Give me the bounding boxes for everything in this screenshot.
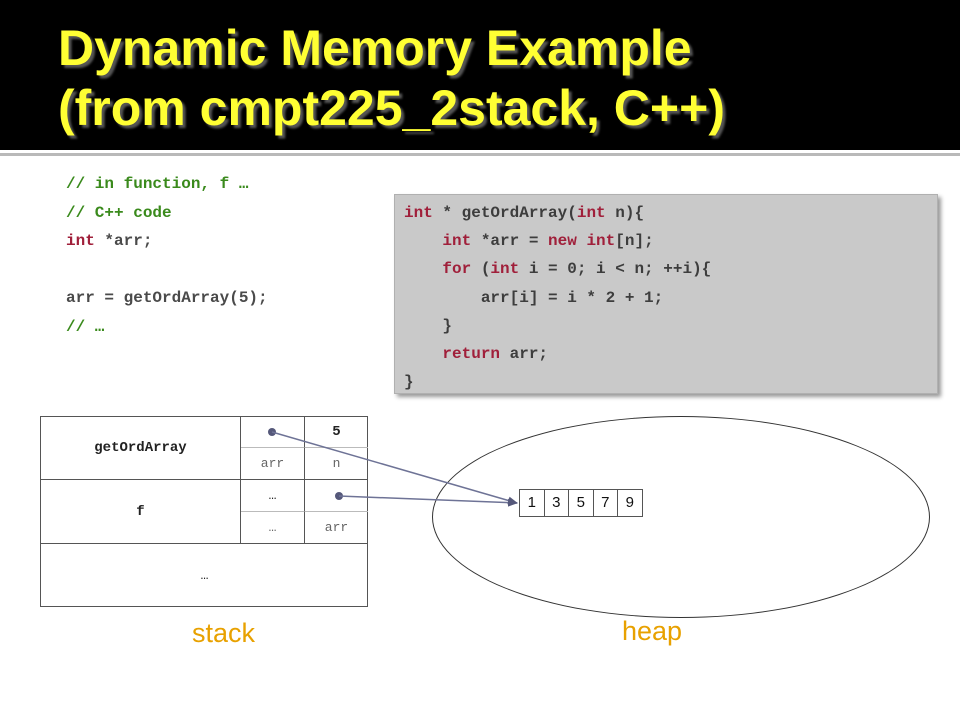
code-comment: // in function, f … [66,175,249,193]
caller-code-line: // … [66,313,268,342]
title-divider [0,153,960,156]
code-comment: // … [66,317,105,336]
code-text: i = 0; i < n; ++i){ [519,260,712,279]
stack-rest-ellipsis: … [200,567,209,583]
n-value-cell: 5 [305,417,368,448]
code-keyword: int [586,232,616,251]
code-keyword: for [442,260,472,279]
code-text: arr[i] = i * 2 + 1; [404,288,664,307]
code-text: *arr = [471,232,549,251]
code-keyword: int [404,204,433,222]
arr-pointer-slot [241,417,305,448]
arr-variable-label: arr [241,448,305,480]
function-code-line: for (int i = 0; i < n; ++i){ [404,255,711,283]
function-code-line: } [404,312,711,340]
code-text: } [404,316,453,335]
f-ellipsis-value: … [241,480,305,512]
code-text: arr = getOrdArray(5); [66,289,268,307]
frame-f-label: f [41,480,241,544]
code-text: *arr; [94,232,153,250]
code-keyword: return [442,344,501,363]
code-keyword: int [66,232,95,250]
caller-code-block: // in function, f … // C++ code int *arr; a… [66,170,268,341]
array-element: 1 [520,490,545,516]
code-keyword: new [548,232,577,251]
stack-caption: stack [192,618,256,648]
function-code-line: int * getOrdArray(int n){ [404,199,711,227]
code-comment: // C++ code [66,203,172,222]
function-code-line: return arr; [404,340,711,368]
code-text: } [404,373,414,392]
heap-caption: heap [622,616,683,646]
function-code-line: arr[i] = i * 2 + 1; [404,284,711,312]
code-keyword: int [442,232,472,251]
function-code-lines: int * getOrdArray(int n){ int *arr = new… [404,199,711,396]
code-text: * getOrdArray( [432,204,577,222]
f-ellipsis-label: … [241,512,305,544]
stack-diagram: getOrdArray 5 arr n f … … arr … [40,416,368,607]
array-element: 3 [545,490,569,516]
caller-code-line: // C++ code [66,199,268,228]
array-element: 5 [569,490,594,516]
f-arr-variable-label: arr [305,512,368,544]
code-keyword: int [490,260,520,279]
code-text: n){ [605,204,645,222]
caller-code-line: int *arr; [66,227,268,256]
array-element: 7 [594,490,618,516]
slide-title-line-1: Dynamic Memory Example [58,20,692,76]
arr-pointer-arrow [271,431,518,505]
f-arr-pointer-arrow [338,495,518,507]
caller-code-line: arr = getOrdArray(5); [66,284,268,313]
slide-title-line-2: (from cmpt225_2stack, C++) [58,80,725,136]
code-keyword: int [576,204,606,222]
array-element: 9 [625,494,634,511]
caller-code-line: // in function, f … [66,170,268,199]
code-text: arr; [500,344,549,363]
heap-region [432,416,930,618]
n-variable-label: n [305,448,368,480]
f-arr-pointer-slot [305,480,368,512]
code-text: [n]; [615,232,654,251]
code-text: ( [471,260,491,279]
frame-getordarray-label: getOrdArray [41,417,241,480]
function-code-box: int * getOrdArray(int n){ int *arr = new… [394,194,938,394]
title-bar: Dynamic Memory Example (from cmpt225_2st… [0,0,960,150]
function-code-line: } [404,368,711,396]
function-code-line: int *arr = new int[n]; [404,227,711,255]
